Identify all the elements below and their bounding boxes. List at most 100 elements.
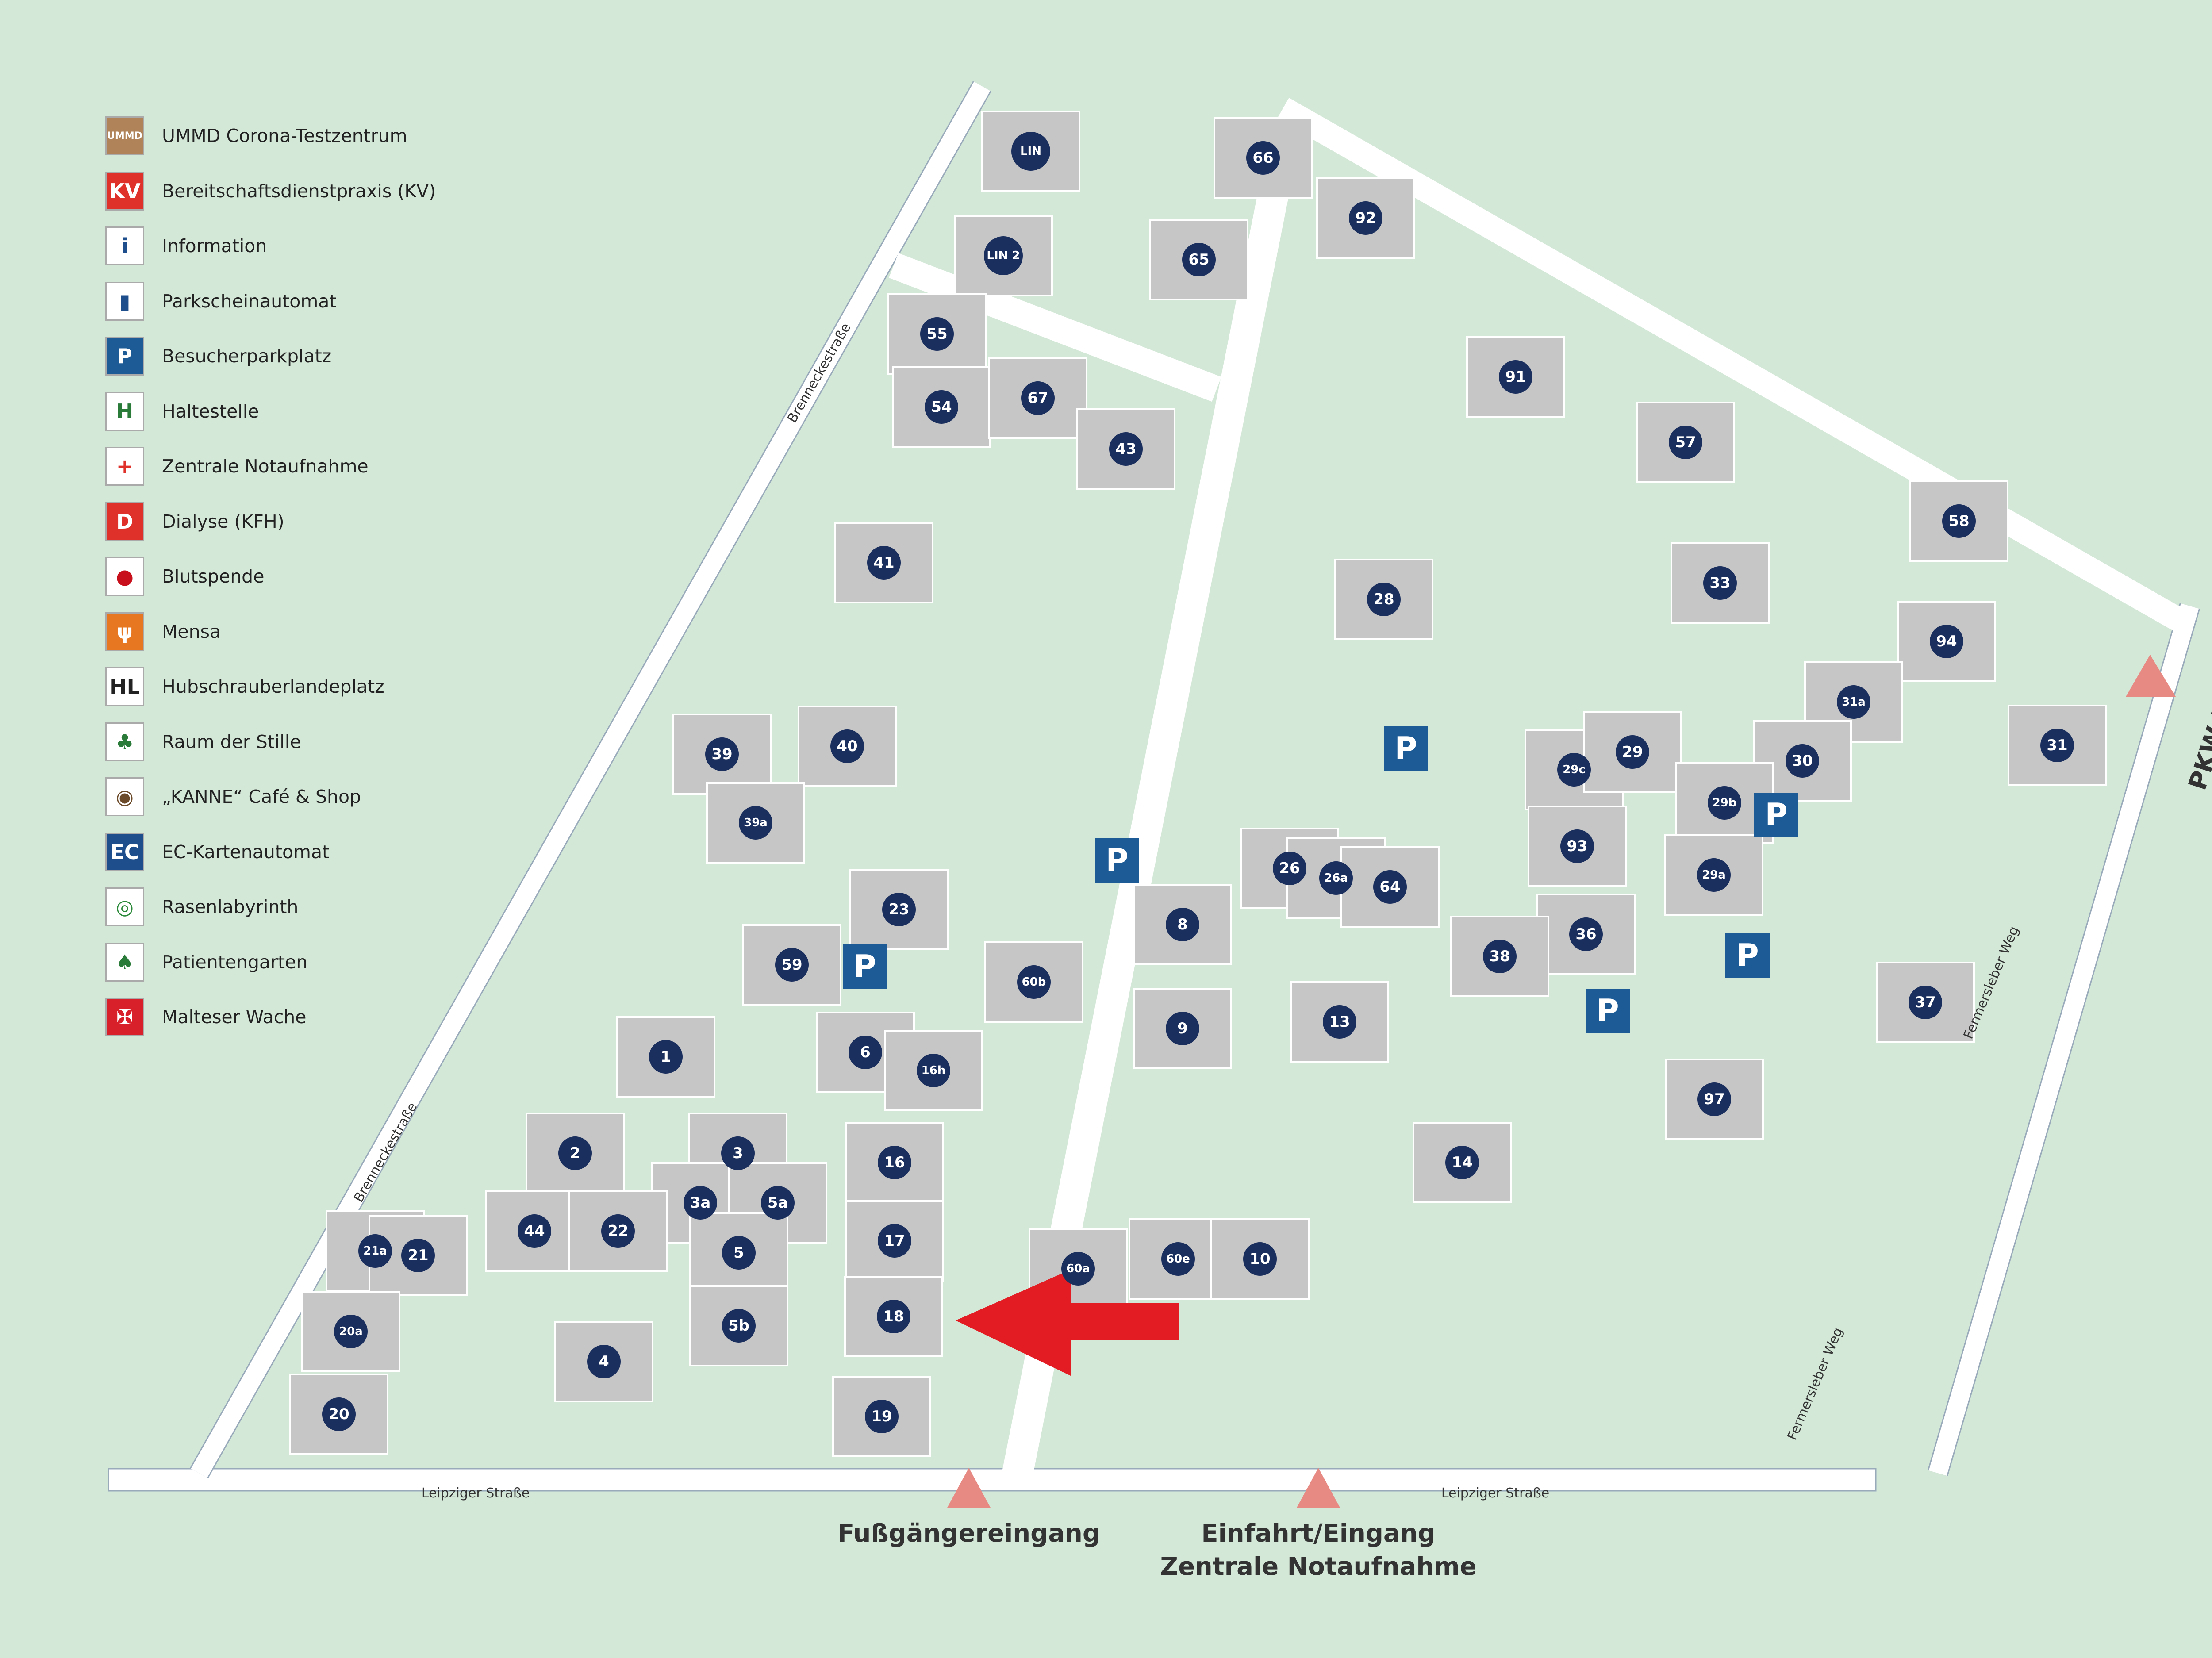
building-marker-circle: [1161, 1242, 1195, 1276]
building-marker-circle: [1166, 908, 1199, 941]
building-marker[interactable]: 67: [1021, 381, 1055, 415]
building-marker[interactable]: 60b: [1017, 965, 1051, 999]
building-marker[interactable]: 17: [878, 1224, 911, 1258]
building-marker[interactable]: 94: [1930, 625, 1963, 658]
building-marker[interactable]: 57: [1669, 426, 1702, 459]
building-marker[interactable]: 64: [1373, 870, 1407, 904]
parking-icon[interactable]: P: [1586, 989, 1630, 1033]
building-marker[interactable]: 39: [705, 737, 739, 771]
building-marker[interactable]: 59: [775, 948, 809, 982]
building-marker[interactable]: 39a: [739, 806, 772, 840]
building-number: 64: [1379, 878, 1400, 896]
building-marker-circle: [865, 1400, 899, 1433]
building-marker[interactable]: 26a: [1319, 861, 1353, 895]
building-marker[interactable]: 44: [518, 1214, 551, 1248]
building-marker[interactable]: 18: [877, 1300, 910, 1333]
building-number: 29b: [1713, 796, 1737, 810]
building-marker-circle: [775, 948, 809, 982]
building-marker[interactable]: 8: [1166, 908, 1199, 941]
building-marker[interactable]: 36: [1569, 917, 1603, 951]
building-marker[interactable]: 55: [920, 317, 954, 351]
entrance-triangles: [947, 655, 2176, 1508]
bus-stop-icon: H: [105, 391, 144, 431]
building-marker[interactable]: 29: [1616, 735, 1649, 769]
building-number: 36: [1575, 925, 1596, 943]
building-marker[interactable]: 29c: [1557, 753, 1591, 787]
building-marker[interactable]: 21: [401, 1239, 435, 1272]
building-marker[interactable]: 54: [925, 390, 958, 424]
building-marker[interactable]: 40: [830, 729, 864, 763]
building-number: 16: [884, 1154, 905, 1171]
building-marker[interactable]: 65: [1182, 243, 1216, 276]
street-label: Leipziger Straße: [1441, 1485, 1549, 1501]
building-marker[interactable]: 97: [1697, 1082, 1731, 1116]
legend-item: ♠Patientengarten: [105, 935, 503, 990]
building-marker[interactable]: 5: [722, 1236, 756, 1270]
cafe-icon: ◉: [105, 777, 144, 817]
legend-label: Parkscheinautomat: [162, 290, 337, 312]
building-marker[interactable]: 28: [1367, 583, 1401, 616]
building-marker[interactable]: 66: [1246, 141, 1280, 175]
building-number: 17: [884, 1232, 905, 1250]
building-marker[interactable]: 5b: [722, 1309, 756, 1343]
building-marker[interactable]: 31a: [1837, 685, 1870, 719]
building-marker[interactable]: 16: [878, 1146, 911, 1179]
building-marker[interactable]: 93: [1560, 829, 1594, 863]
building-marker[interactable]: 1: [649, 1040, 683, 1074]
building-marker[interactable]: 31: [2040, 729, 2074, 762]
building-marker[interactable]: 43: [1109, 432, 1143, 466]
building-marker[interactable]: 58: [1942, 504, 1976, 538]
building-marker[interactable]: 19: [865, 1400, 899, 1433]
building-marker[interactable]: 2: [558, 1136, 592, 1170]
building-number: 39a: [744, 816, 768, 829]
building-marker[interactable]: 16h: [917, 1054, 950, 1087]
emergency-cross-icon: +: [105, 447, 144, 486]
building-marker[interactable]: 91: [1499, 360, 1532, 394]
parking-icon[interactable]: P: [1384, 726, 1428, 771]
building-marker[interactable]: 60a: [1061, 1252, 1095, 1286]
building-marker[interactable]: 21a: [358, 1234, 392, 1268]
building-marker[interactable]: 6: [849, 1036, 882, 1069]
building-number: 10: [1249, 1250, 1270, 1268]
building-marker[interactable]: 20: [322, 1397, 356, 1431]
labyrinth-icon: ◎: [105, 887, 144, 927]
building-marker[interactable]: 38: [1483, 940, 1517, 973]
building-marker[interactable]: 37: [1909, 986, 1942, 1019]
building-marker[interactable]: 14: [1445, 1146, 1479, 1179]
building-marker[interactable]: 29a: [1697, 858, 1731, 892]
building-marker[interactable]: 22: [601, 1214, 635, 1248]
building-marker[interactable]: 9: [1166, 1012, 1199, 1045]
parking-icon[interactable]: P: [843, 944, 887, 989]
building-marker[interactable]: 10: [1243, 1242, 1277, 1276]
parking-icon[interactable]: P: [1095, 838, 1139, 883]
building-marker[interactable]: 60e: [1161, 1242, 1195, 1276]
building-marker[interactable]: 3a: [684, 1186, 717, 1220]
parking-icon[interactable]: P: [1754, 793, 1798, 837]
building-marker[interactable]: 23: [882, 893, 916, 926]
building-marker-circle: [401, 1239, 435, 1272]
legend-label: Besucherparkplatz: [162, 345, 332, 367]
building-number: 31: [2047, 737, 2067, 754]
building-marker[interactable]: LIN: [1011, 132, 1050, 171]
building-marker[interactable]: 41: [867, 546, 901, 580]
building-marker[interactable]: 3: [721, 1136, 755, 1170]
building-marker[interactable]: 13: [1323, 1005, 1356, 1039]
legend-label: Malteser Wache: [162, 1006, 307, 1028]
building-marker[interactable]: 4: [587, 1345, 621, 1378]
building-marker[interactable]: 30: [1786, 744, 1819, 778]
building-marker-circle: [1061, 1252, 1095, 1286]
building-marker-circle: [1323, 1005, 1356, 1039]
building-marker[interactable]: 20a: [334, 1315, 368, 1348]
legend-item: ✠Malteser Wache: [105, 990, 503, 1045]
building-marker[interactable]: 33: [1703, 566, 1737, 600]
building-marker[interactable]: 5a: [761, 1186, 795, 1220]
building-marker[interactable]: 29b: [1708, 786, 1741, 820]
building-marker[interactable]: LIN 2: [984, 236, 1023, 275]
blood-drop-icon: ●: [105, 557, 144, 596]
legend-label: Zentrale Notaufnahme: [162, 456, 369, 477]
parking-icon[interactable]: P: [1725, 933, 1770, 978]
building-marker[interactable]: 92: [1349, 201, 1382, 235]
building-marker[interactable]: 26: [1273, 852, 1306, 885]
